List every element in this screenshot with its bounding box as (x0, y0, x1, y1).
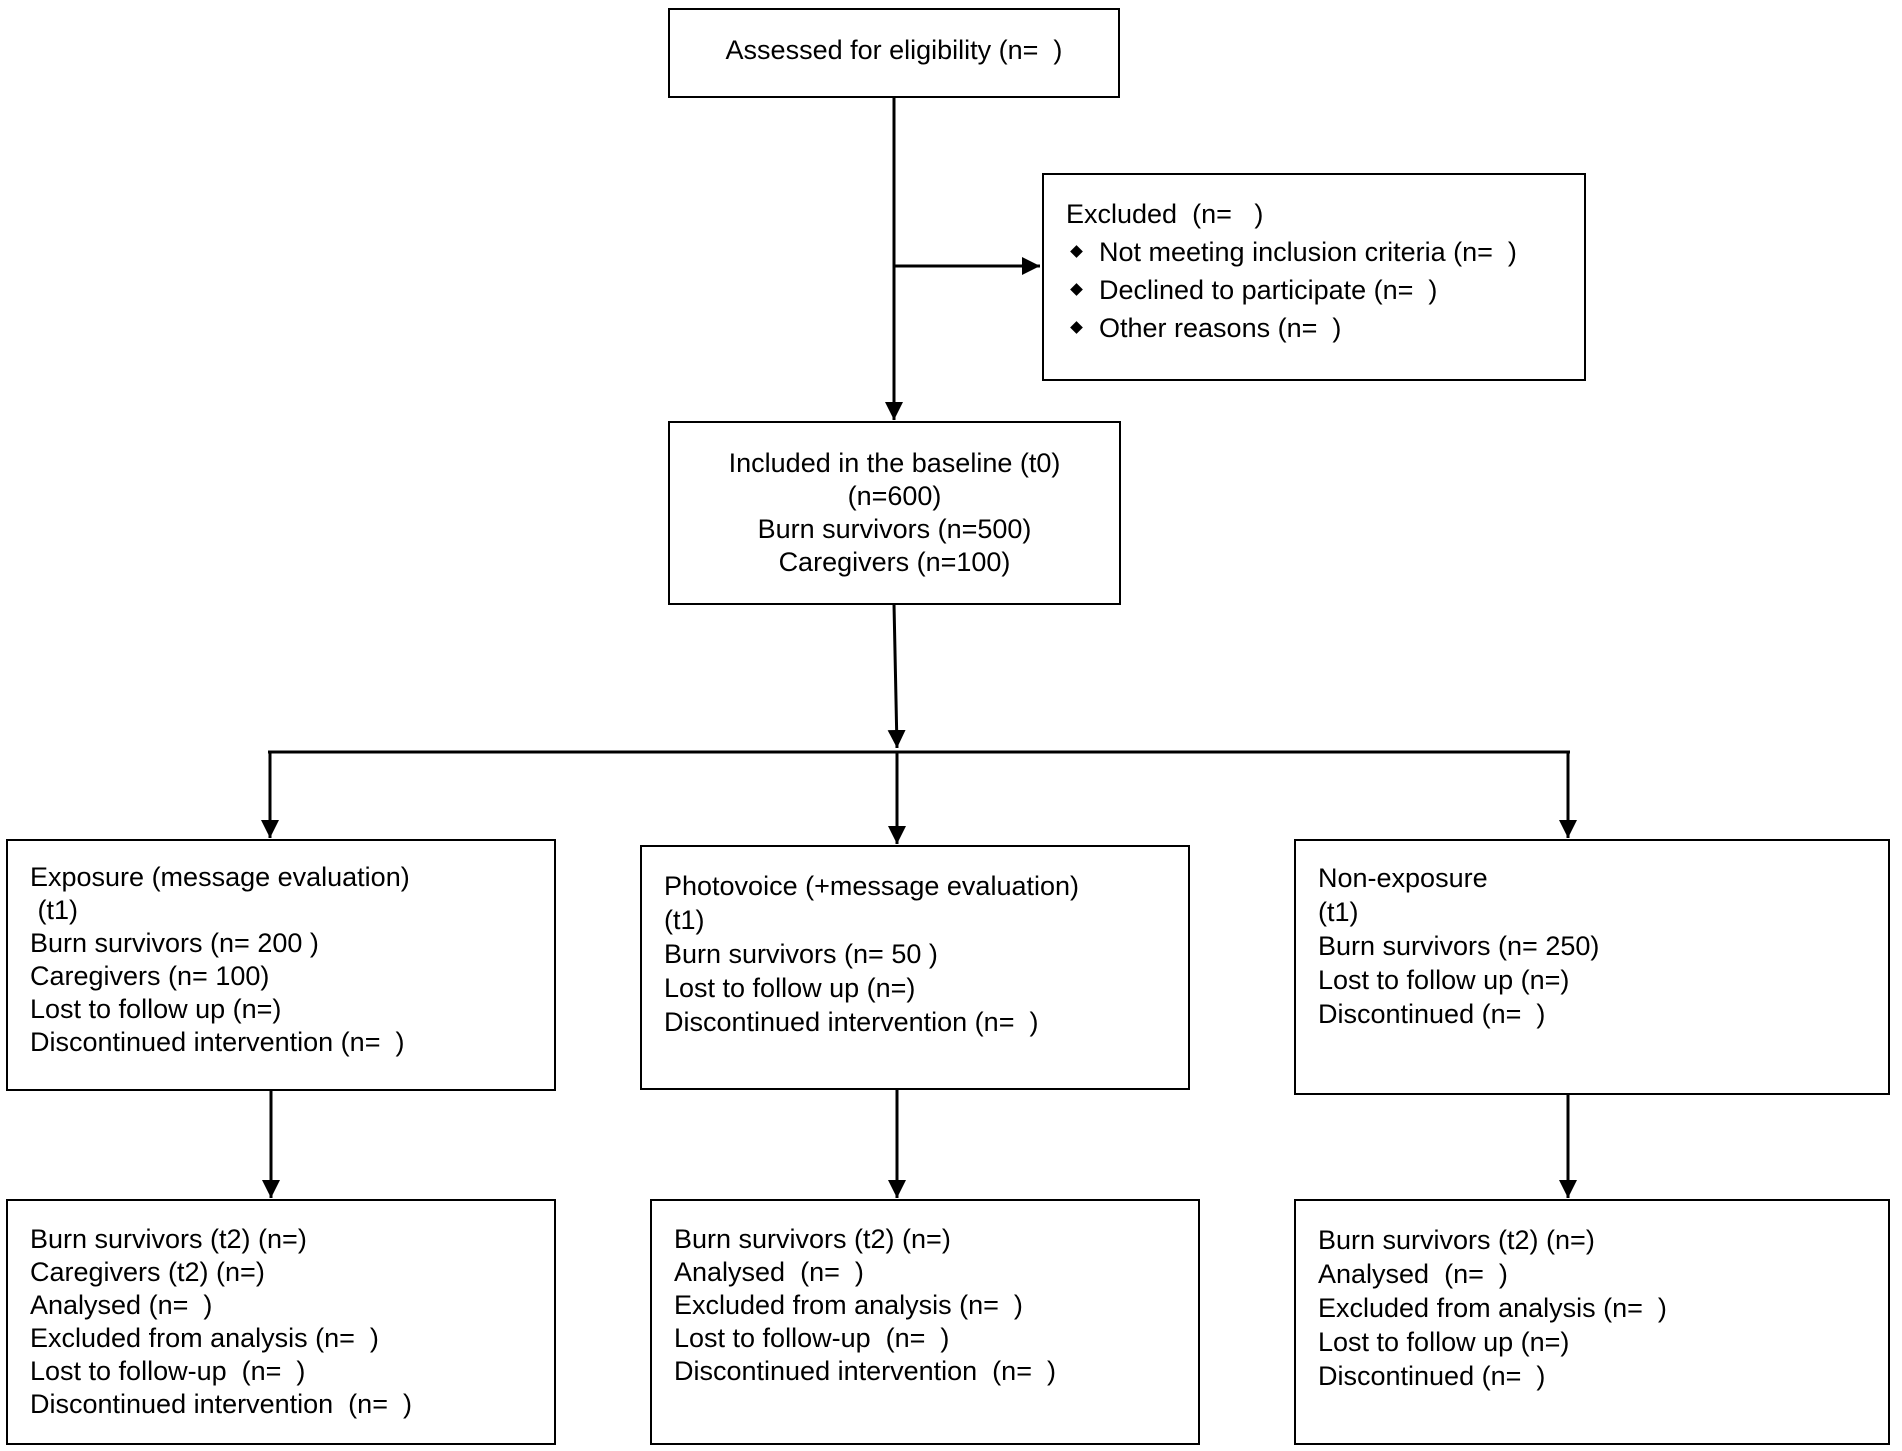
exposure-t2-line: Analysed (n= ) (30, 1290, 213, 1320)
exposure-t1-box: Exposure (message evaluation) (t1) Burn … (6, 839, 556, 1091)
exposure-t2-line: Discontinued intervention (n= ) (30, 1389, 412, 1419)
photovoice-t2-line: Burn survivors (t2) (n=) (674, 1224, 951, 1254)
arrow-baseline-to-split (887, 603, 906, 749)
excluded-reason-text: Not meeting inclusion criteria (n= ) (1099, 237, 1517, 267)
excluded-reason: Not meeting inclusion criteria (n= ) (1066, 233, 1584, 271)
baseline-box: Included in the baseline (t0) (n=600) Bu… (668, 421, 1121, 605)
baseline-line: Burn survivors (n=500) (757, 514, 1032, 544)
excluded-reason: Other reasons (n= ) (1066, 309, 1584, 347)
photovoice-t2-line: Discontinued intervention (n= ) (674, 1356, 1056, 1386)
non-exposure-t1-line: Discontinued (n= ) (1318, 999, 1546, 1029)
exposure-t2-line: Burn survivors (t2) (n=) (30, 1224, 307, 1254)
non-exposure-t1-line: Burn survivors (n= 250) (1318, 931, 1600, 961)
exposure-t2-line: Lost to follow-up (n= ) (30, 1356, 306, 1386)
non-exposure-t1-line: (t1) (1318, 897, 1359, 927)
eligibility-box: Assessed for eligibility (n= ) (668, 8, 1120, 98)
exposure-t1-line: (t1) (30, 895, 79, 925)
diamond-bullet-icon (1070, 245, 1083, 259)
diamond-bullet-icon (1070, 283, 1083, 297)
non-exposure-t1-box: Non-exposure (t1) Burn survivors (n= 250… (1294, 839, 1890, 1095)
eligibility-text: Assessed for eligibility (n= ) (725, 35, 1063, 65)
photovoice-t2-line: Lost to follow-up (n= ) (674, 1323, 950, 1353)
excluded-box: Excluded (n= ) Not meeting inclusion cri… (1042, 173, 1586, 381)
photovoice-t1-line: (t1) (664, 905, 705, 935)
non-exposure-t1-line: Lost to follow up (n=) (1318, 965, 1570, 995)
excluded-reason: Declined to participate (n= ) (1066, 271, 1584, 309)
exposure-t2-line: Caregivers (t2) (n=) (30, 1257, 265, 1287)
non-exposure-t2-line: Burn survivors (t2) (n=) (1318, 1225, 1595, 1255)
exposure-t1-line: Burn survivors (n= 200 ) (30, 928, 319, 958)
baseline-line: Caregivers (n=100) (778, 547, 1011, 577)
exposure-t2-line: Excluded from analysis (n= ) (30, 1323, 379, 1353)
non-exposure-t2-line: Lost to follow up (n=) (1318, 1327, 1570, 1357)
excluded-title: Excluded (n= ) (1066, 199, 1264, 229)
baseline-line: (n=600) (847, 481, 942, 511)
excluded-reason-text: Declined to participate (n= ) (1099, 275, 1438, 305)
non-exposure-t2-line: Excluded from analysis (n= ) (1318, 1293, 1667, 1323)
exposure-t1-line: Caregivers (n= 100) (30, 961, 270, 991)
photovoice-t1-line: Discontinued intervention (n= ) (664, 1007, 1039, 1037)
exposure-t1-line: Lost to follow up (n=) (30, 994, 282, 1024)
non-exposure-t1-line: Non-exposure (1318, 863, 1488, 893)
exposure-t1-line: Discontinued intervention (n= ) (30, 1027, 405, 1057)
photovoice-t2-line: Analysed (n= ) (674, 1257, 864, 1287)
non-exposure-t2-line: Analysed (n= ) (1318, 1259, 1508, 1289)
photovoice-t2-box: Burn survivors (t2) (n=) Analysed (n= ) … (650, 1199, 1200, 1445)
photovoice-t2-line: Excluded from analysis (n= ) (674, 1290, 1023, 1320)
exposure-t1-line: Exposure (message evaluation) (30, 862, 410, 892)
baseline-line: Included in the baseline (t0) (728, 448, 1061, 478)
diamond-bullet-icon (1070, 321, 1083, 335)
photovoice-t1-box: Photovoice (+message evaluation) (t1) Bu… (640, 845, 1190, 1090)
excluded-reason-text: Other reasons (n= ) (1099, 313, 1342, 343)
photovoice-t1-line: Burn survivors (n= 50 ) (664, 939, 938, 969)
non-exposure-t2-box: Burn survivors (t2) (n=) Analysed (n= ) … (1294, 1199, 1890, 1445)
photovoice-t1-line: Photovoice (+message evaluation) (664, 871, 1079, 901)
exposure-t2-box: Burn survivors (t2) (n=) Caregivers (t2)… (6, 1199, 556, 1445)
non-exposure-t2-line: Discontinued (n= ) (1318, 1361, 1546, 1391)
photovoice-t1-line: Lost to follow up (n=) (664, 973, 916, 1003)
